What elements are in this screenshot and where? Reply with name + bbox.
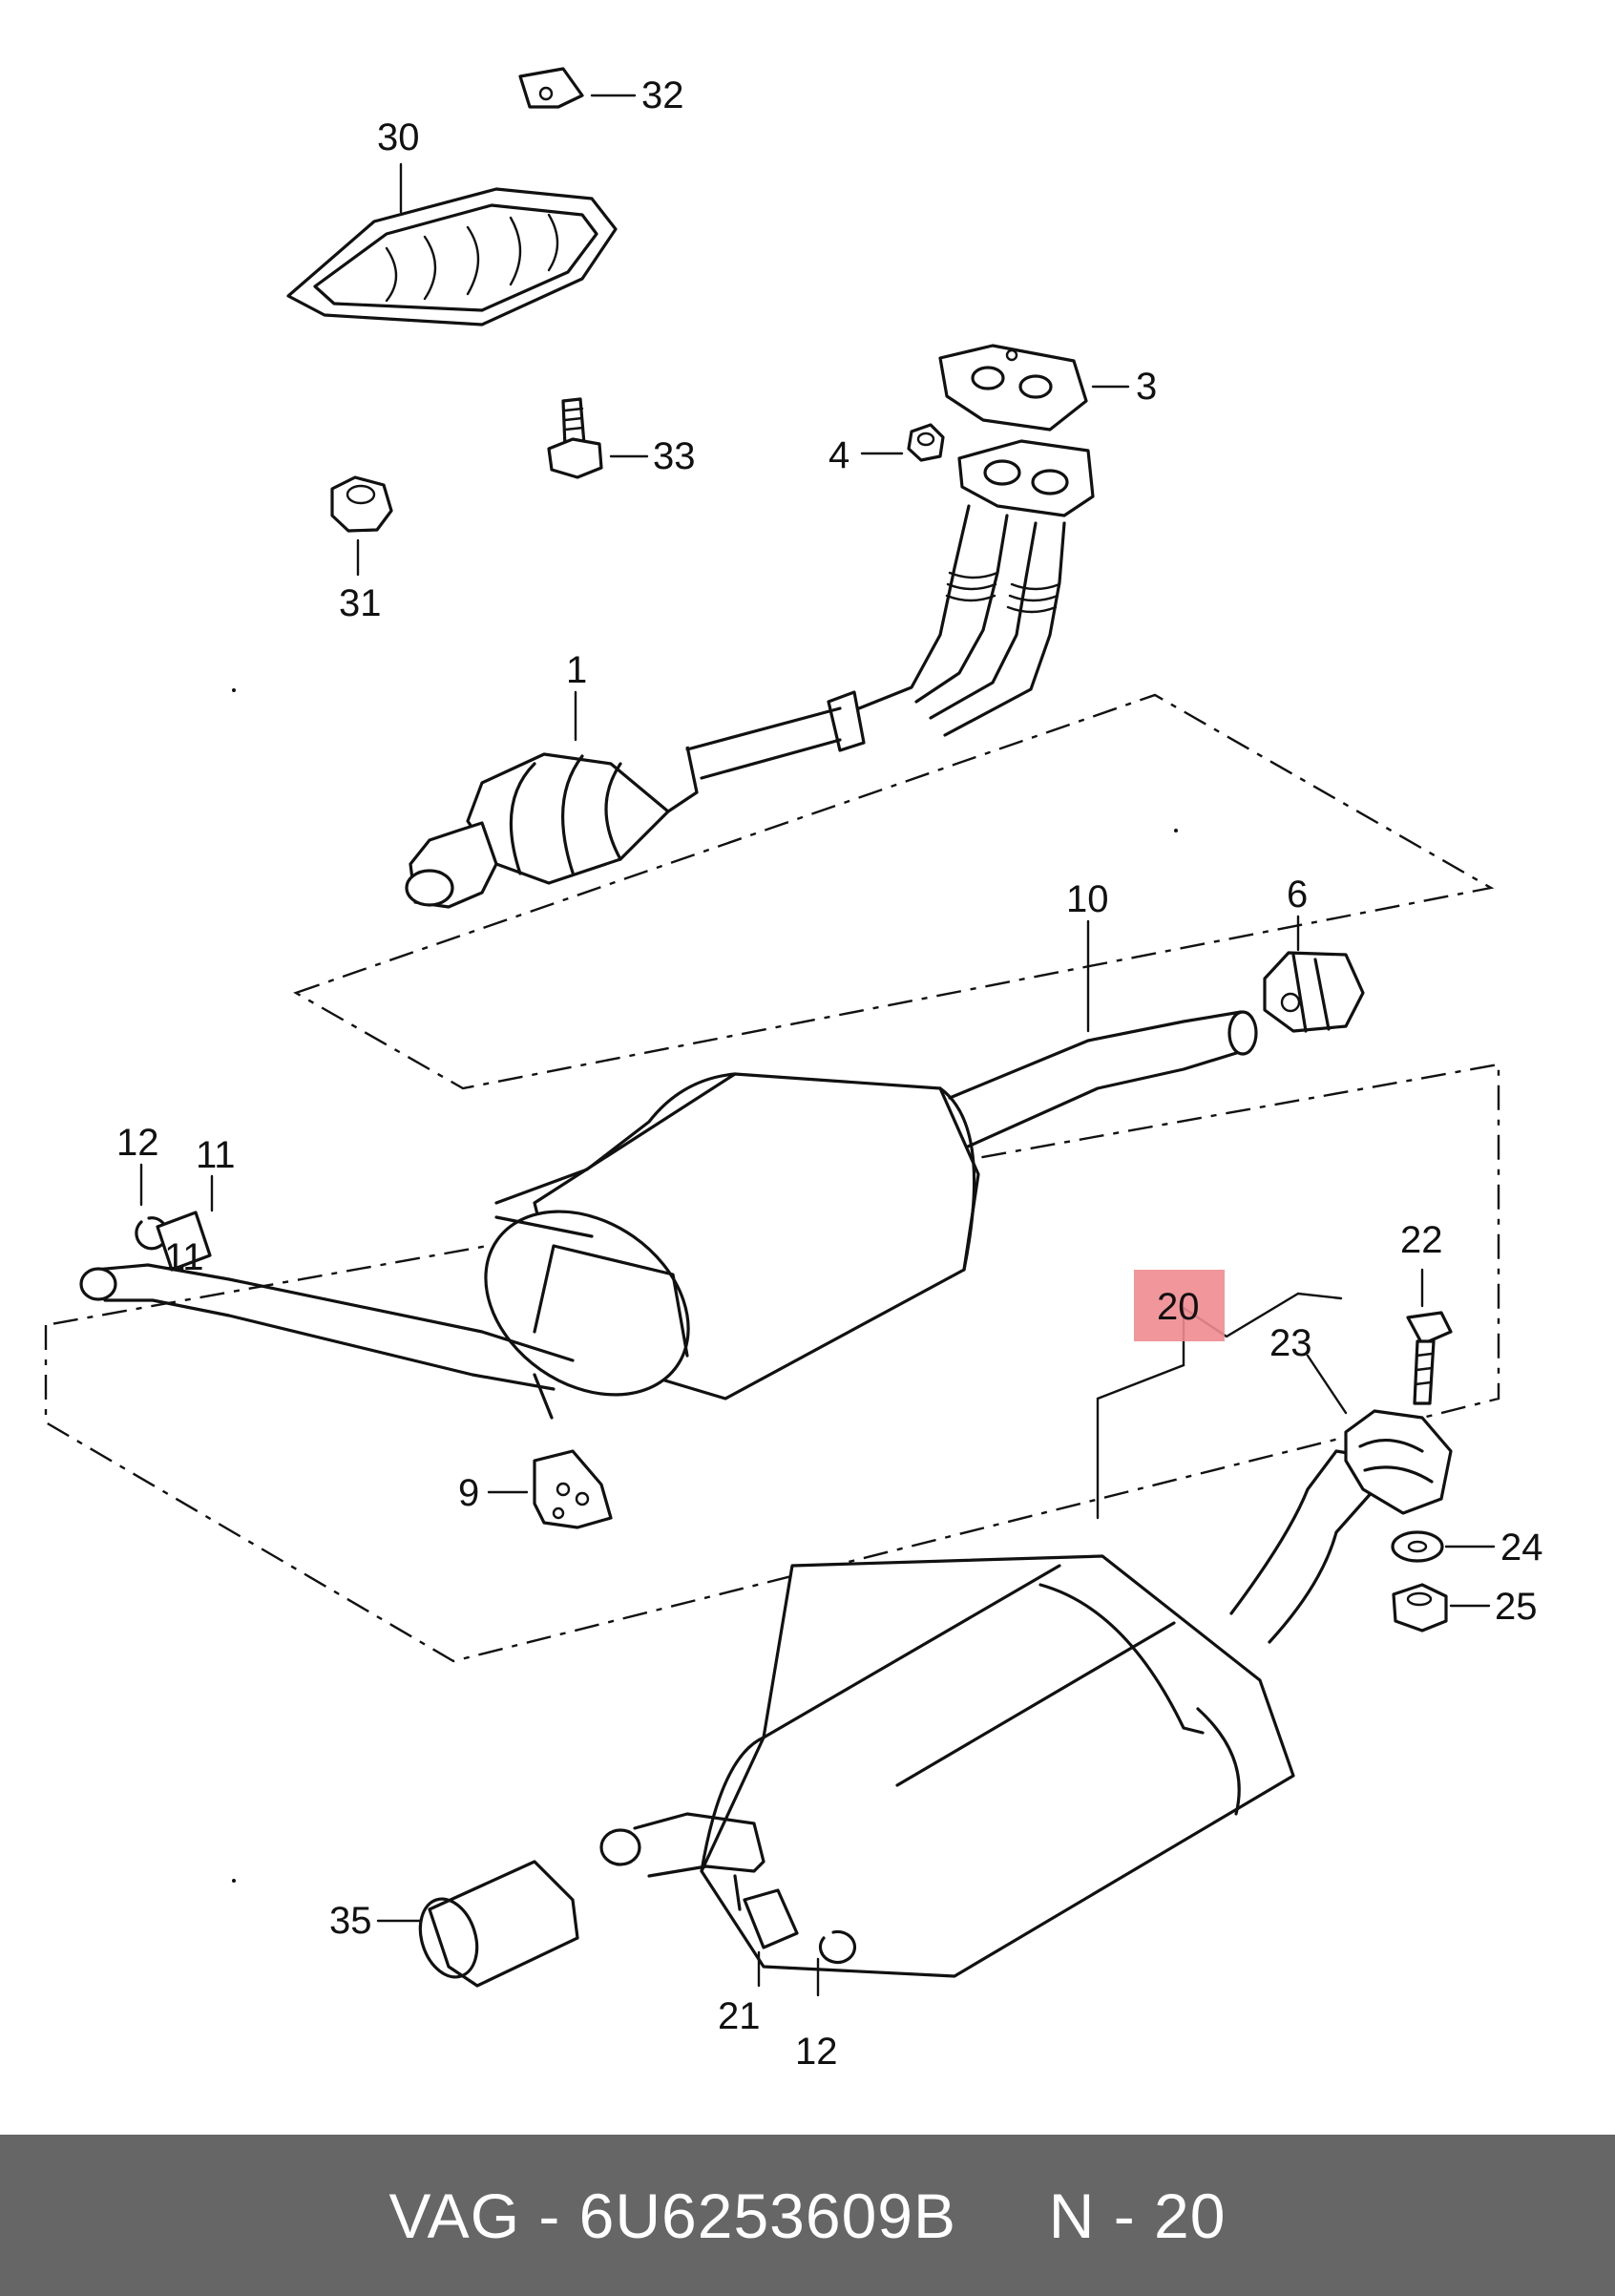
callout-6: 6 xyxy=(1287,874,1308,916)
rubber-mount-part xyxy=(533,1449,613,1529)
hanger-clamp-part: 11 xyxy=(156,1211,212,1278)
part-stamp-11: 11 xyxy=(164,1236,204,1278)
callout-10: 10 xyxy=(1066,878,1109,920)
front-silencer-pipe-part xyxy=(484,1010,1258,1401)
callout-31: 31 xyxy=(339,582,382,624)
callout-21: 21 xyxy=(718,1995,761,2037)
callout-3: 3 xyxy=(1136,366,1157,408)
callout-33: 33 xyxy=(653,435,696,477)
rear-hanger-part xyxy=(733,1874,799,1949)
group-frame-front xyxy=(293,693,1495,1090)
tail-pipe-part xyxy=(79,1263,575,1420)
callout-23: 23 xyxy=(1269,1322,1312,1364)
clip-nut-part xyxy=(518,67,584,109)
rear-clamp-part xyxy=(1344,1409,1453,1515)
callout-1: 1 xyxy=(566,649,587,691)
circlip-part-bottom xyxy=(818,1929,857,1965)
hex-nut-part xyxy=(1392,1583,1448,1632)
callout-4: 4 xyxy=(828,434,849,476)
heat-shield-part xyxy=(286,187,618,326)
callout-24: 24 xyxy=(1500,1527,1543,1569)
circlip-part-top xyxy=(135,1216,169,1251)
callout-12-bottom: 12 xyxy=(795,2031,838,2073)
callout-12-top: 12 xyxy=(116,1122,159,1164)
rear-tailpipe-stub xyxy=(599,1812,766,1878)
exhaust-system-diagram: 32 30 3 4 33 31 xyxy=(44,67,1543,2073)
callout-20-highlight xyxy=(1134,1270,1225,1341)
front-pipe-part xyxy=(685,439,1095,780)
callout-35: 35 xyxy=(329,1900,372,1942)
callout-30: 30 xyxy=(377,116,420,158)
stud-bolt-part xyxy=(547,397,603,479)
washer-part xyxy=(1391,1530,1444,1563)
catalytic-converter-part xyxy=(405,746,699,909)
connecting-sleeve-part xyxy=(418,1860,579,1988)
group-frame-middle xyxy=(44,1063,1500,1663)
callout-22: 22 xyxy=(1400,1219,1443,1261)
callout-20: 20 xyxy=(1157,1286,1200,1328)
nut-part xyxy=(907,423,945,462)
gasket-part xyxy=(938,344,1088,432)
part-number-text: VAG - 6U6253609B N - 20 xyxy=(388,2180,1227,2251)
rear-silencer-part xyxy=(700,1449,1376,1978)
callout-32: 32 xyxy=(641,74,684,116)
callout-9: 9 xyxy=(458,1472,479,1514)
callout-11: 11 xyxy=(196,1134,236,1176)
part-number-footer: VAG - 6U6253609B N - 20 xyxy=(0,2135,1615,2296)
pipe-clamp-part xyxy=(1263,951,1365,1033)
callout-25: 25 xyxy=(1495,1586,1538,1628)
flange-nut-part xyxy=(330,475,393,533)
clamp-bolt-part xyxy=(1406,1311,1453,1405)
